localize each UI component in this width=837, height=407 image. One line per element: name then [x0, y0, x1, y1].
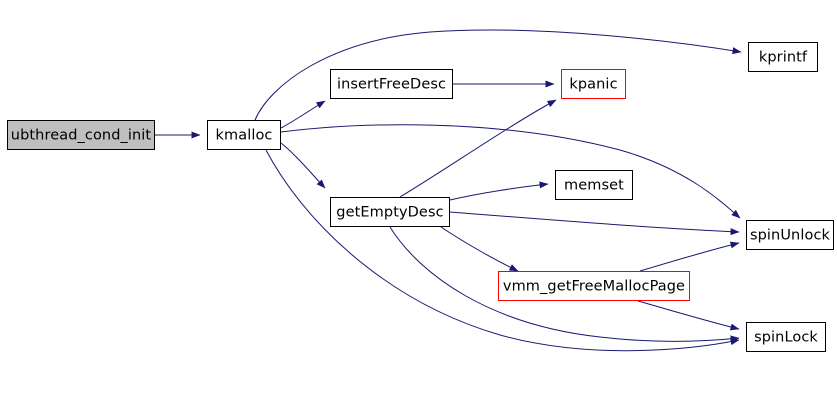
edge-kmalloc-to-kprintf [254, 29, 742, 121]
node-label-memset: memset [564, 177, 624, 194]
node-spinUnlock[interactable]: spinUnlock [746, 220, 834, 250]
node-spinLock[interactable]: spinLock [746, 322, 826, 352]
edge-vmm_getFreeMallocPage-to-spinUnlock [639, 241, 740, 272]
node-ubthread_cond_init[interactable]: ubthread_cond_init [7, 120, 155, 150]
edge-kmalloc-to-spinUnlock [280, 124, 741, 219]
edge-vmm_getFreeMallocPage-to-spinLock [637, 300, 740, 331]
node-label-kprintf: kprintf [758, 49, 808, 66]
node-label-ubthread_cond_init: ubthread_cond_init [10, 127, 152, 144]
edge-getEmptyDesc-to-vmm_getFreeMallocPage [440, 226, 519, 272]
edge-kmalloc-to-insertFreeDesc [280, 100, 326, 129]
node-kprintf[interactable]: kprintf [748, 42, 818, 72]
node-kmalloc[interactable]: kmalloc [207, 120, 281, 150]
node-label-spinUnlock: spinUnlock [749, 227, 831, 244]
node-label-spinLock: spinLock [754, 329, 818, 346]
edge-kmalloc-to-getEmptyDesc [280, 142, 326, 189]
edge-getEmptyDesc-to-spinLock [389, 226, 740, 343]
edge-getEmptyDesc-to-spinUnlock [449, 211, 740, 236]
node-getEmptyDesc[interactable]: getEmptyDesc [330, 197, 450, 227]
node-vmm_getFreeMallocPage[interactable]: vmm_getFreeMallocPage [498, 271, 690, 301]
node-label-vmm_getFreeMallocPage: vmm_getFreeMallocPage [502, 278, 686, 295]
node-insertFreeDesc[interactable]: insertFreeDesc [330, 69, 453, 99]
node-label-kpanic: kpanic [569, 76, 618, 93]
edge-getEmptyDesc-to-kpanic [399, 99, 557, 198]
edge-getEmptyDesc-to-memset [449, 181, 549, 201]
node-kpanic[interactable]: kpanic [561, 69, 626, 99]
edge-kmalloc-to-spinLock [265, 149, 740, 352]
node-label-kmalloc: kmalloc [215, 127, 273, 144]
node-memset[interactable]: memset [555, 170, 633, 200]
node-label-insertFreeDesc: insertFreeDesc [336, 76, 447, 93]
edges-group [155, 29, 742, 352]
node-label-getEmptyDesc: getEmptyDesc [336, 204, 444, 221]
